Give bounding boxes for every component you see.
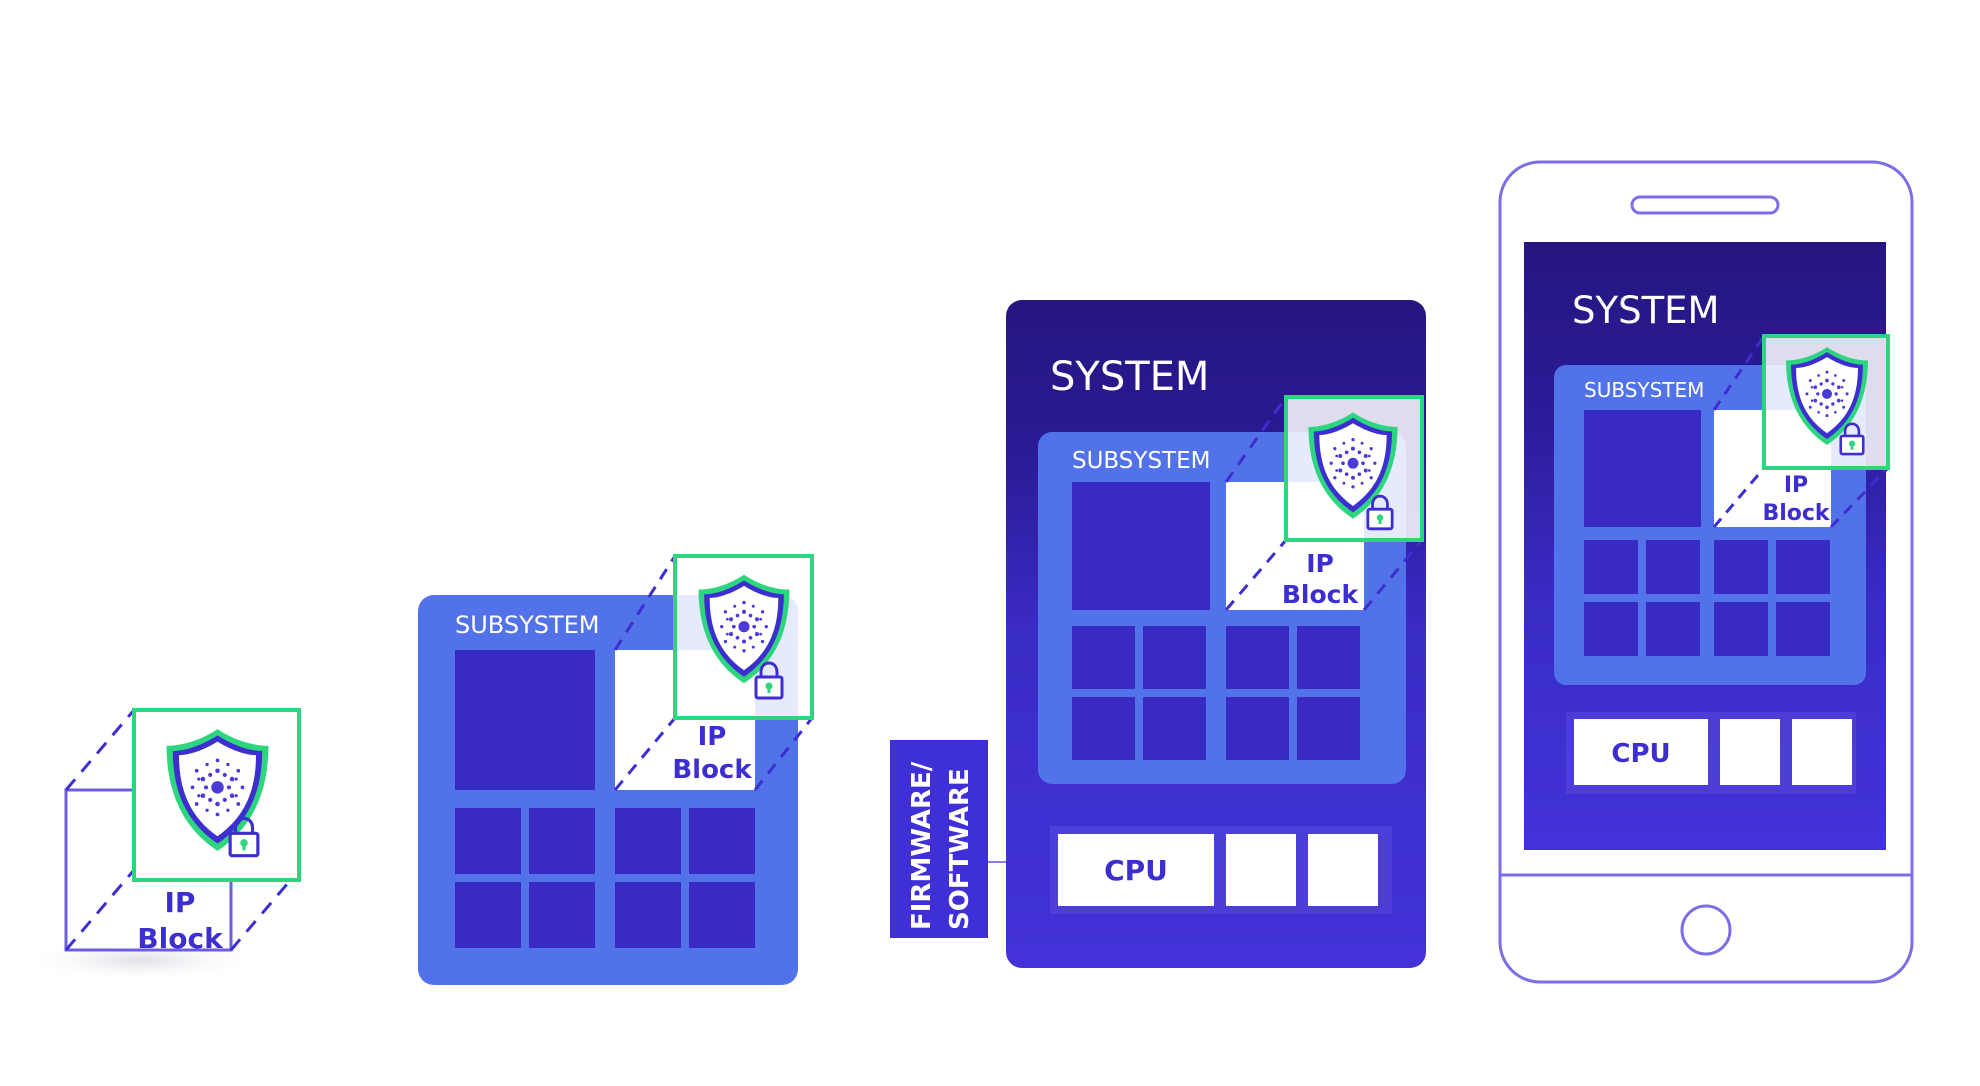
cpu-label: CPU bbox=[1611, 739, 1670, 769]
stage-subsystem: SUBSYSTEM IP Block bbox=[418, 554, 814, 985]
cube-dashed-edges bbox=[64, 709, 301, 951]
logic-grid bbox=[1072, 626, 1360, 760]
stage-system: FIRMWARE/ SOFTWARE SYSTEM SUBSYSTEM IP B… bbox=[890, 300, 1426, 968]
memory-block bbox=[1584, 410, 1701, 527]
memory-block bbox=[455, 650, 595, 790]
ip-label-line2: Block bbox=[1762, 501, 1830, 526]
ip-label-line1: IP bbox=[698, 722, 727, 752]
ip-label-line1: IP bbox=[165, 886, 196, 919]
core-block bbox=[1720, 719, 1780, 785]
ip-label-line2: Block bbox=[1282, 580, 1360, 609]
speaker-slot-icon bbox=[1630, 195, 1780, 215]
ip-dashed-edges bbox=[1712, 335, 1890, 529]
ip-label-line2: Block bbox=[672, 755, 752, 785]
memory-block bbox=[1072, 482, 1210, 610]
ip-dashed-edges bbox=[1224, 396, 1424, 611]
cpu-block bbox=[1574, 719, 1708, 785]
logic-grid bbox=[1584, 540, 1830, 656]
home-button-icon bbox=[1680, 904, 1732, 956]
core-block bbox=[1226, 834, 1296, 906]
subsystem-label: SUBSYSTEM bbox=[1584, 378, 1704, 402]
firmware-software-tag bbox=[890, 740, 988, 938]
ip-label-line2: Block bbox=[137, 922, 224, 955]
software-label: SOFTWARE bbox=[945, 768, 975, 930]
cpu-label: CPU bbox=[1104, 854, 1168, 887]
system-label: SYSTEM bbox=[1050, 354, 1209, 400]
stage-ip-block: IP Block bbox=[20, 708, 301, 982]
firmware-label: FIRMWARE/ bbox=[907, 761, 937, 930]
system-label: SYSTEM bbox=[1572, 289, 1719, 332]
stage-device: SYSTEM SUBSYSTEM IP Block CPU bbox=[1498, 160, 1914, 984]
ip-dashed-edges bbox=[613, 555, 814, 791]
cpu-block bbox=[1058, 834, 1214, 906]
core-block bbox=[1792, 719, 1852, 785]
subsystem-label: SUBSYSTEM bbox=[1072, 448, 1210, 474]
ip-label-line1: IP bbox=[1784, 473, 1808, 498]
ip-label-line1: IP bbox=[1306, 549, 1334, 578]
subsystem-label: SUBSYSTEM bbox=[455, 611, 600, 639]
logic-grid bbox=[455, 808, 755, 948]
core-block bbox=[1308, 834, 1378, 906]
